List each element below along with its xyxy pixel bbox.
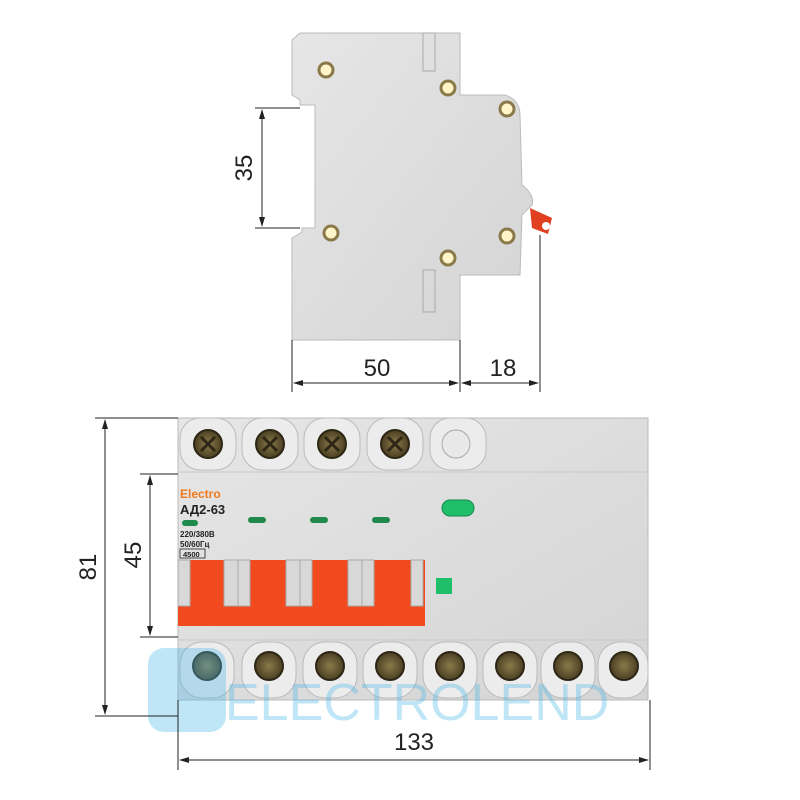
dim-50: 50 bbox=[364, 355, 391, 382]
capacity-label: 4500 bbox=[183, 550, 200, 559]
dim-18: 18 bbox=[490, 355, 517, 382]
empty-terminal bbox=[441, 429, 471, 459]
test-button[interactable] bbox=[441, 499, 475, 517]
dim-81: 81 bbox=[75, 554, 102, 581]
frequency-label: 50/60Гц bbox=[180, 540, 210, 549]
watermark: ELECTROLEND bbox=[148, 648, 609, 732]
top-terminals bbox=[179, 417, 487, 471]
model-label: АД2-63 bbox=[180, 502, 225, 517]
dim-133: 133 bbox=[394, 729, 434, 756]
dim-35: 35 bbox=[231, 155, 258, 182]
side-body bbox=[291, 32, 533, 341]
front-view: Electro АД2-63 220/380В 50/60Гц 4500 bbox=[75, 417, 651, 770]
dim-45: 45 bbox=[120, 542, 147, 569]
lever-icon bbox=[530, 208, 552, 234]
side-slot bbox=[422, 32, 436, 72]
rivets bbox=[317, 61, 516, 267]
handle-dividers bbox=[177, 559, 424, 607]
bottom-terminals bbox=[179, 641, 649, 699]
side-slot bbox=[422, 269, 436, 313]
trip-indicator bbox=[436, 578, 452, 594]
svg-text:ELECTROLEND: ELECTROLEND bbox=[225, 674, 609, 732]
brand-logo: Electro bbox=[180, 487, 221, 501]
voltage-label: 220/380В bbox=[180, 530, 215, 539]
side-view: 35 50 18 bbox=[231, 32, 552, 392]
status-indicators bbox=[182, 517, 390, 526]
